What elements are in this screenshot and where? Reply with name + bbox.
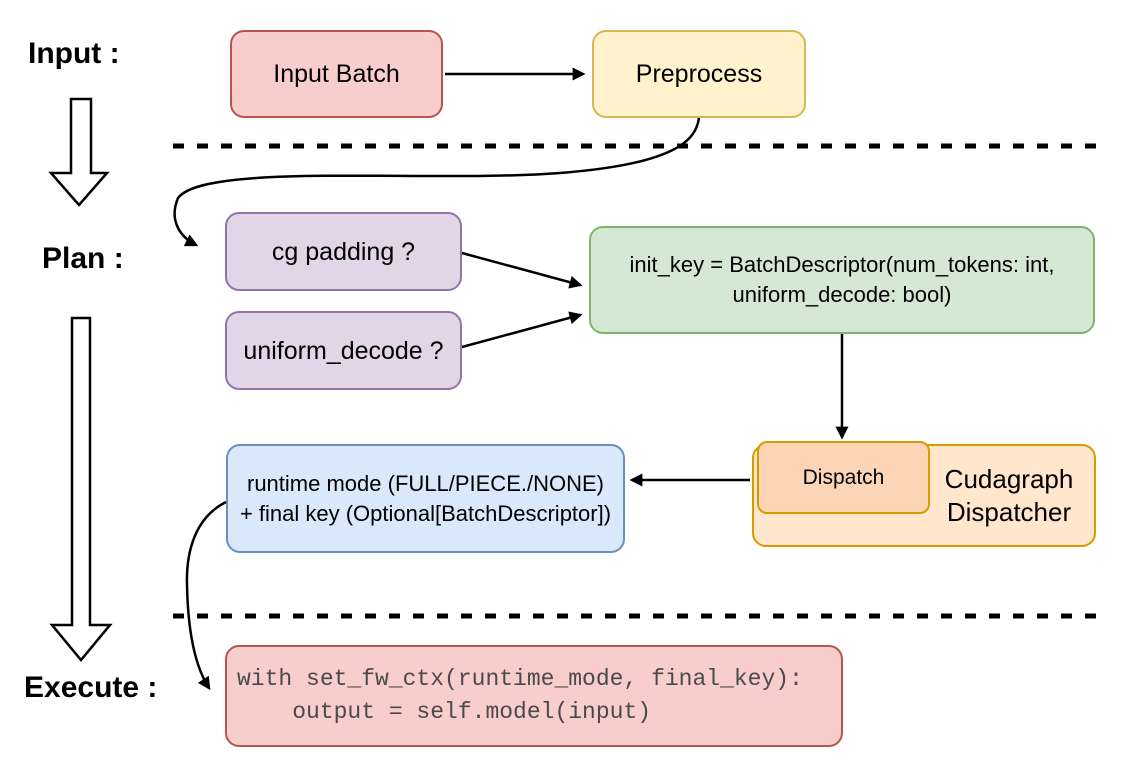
node-preprocess: Preprocess bbox=[592, 30, 806, 118]
node-runtime-mode: runtime mode (FULL/PIECE./NONE) + final … bbox=[226, 444, 625, 553]
node-runtime-mode-line2: + final key (Optional[BatchDescriptor]) bbox=[239, 500, 612, 526]
node-init-key-line1: init_key = BatchDescriptor(num_tokens: i… bbox=[629, 252, 1055, 277]
node-init-key-line2: uniform_decode: bool) bbox=[732, 282, 952, 307]
node-dispatch: Dispatch bbox=[757, 441, 930, 514]
node-input-batch-label: Input Batch bbox=[273, 60, 400, 88]
connector-cgpadding-to-initkey bbox=[461, 251, 583, 289]
stage-label-input: Input : bbox=[28, 37, 120, 70]
node-input-batch: Input Batch bbox=[230, 30, 443, 118]
node-init-key: init_key = BatchDescriptor(num_tokens: i… bbox=[589, 226, 1095, 334]
node-dispatch-label: Dispatch bbox=[802, 465, 885, 489]
stage-label-plan: Plan : bbox=[42, 242, 124, 275]
execute-code-line2: output = self.model(input) bbox=[237, 699, 652, 725]
connector-uniformdecode-to-initkey bbox=[461, 311, 583, 349]
node-cg-padding: cg padding ? bbox=[225, 212, 462, 291]
node-cg-padding-label: cg padding ? bbox=[271, 237, 416, 266]
stage-label-execute: Execute : bbox=[24, 671, 158, 704]
node-execute-code: with set_fw_ctx(runtime_mode, final_key)… bbox=[225, 645, 843, 747]
down-arrow-icon-input bbox=[48, 97, 110, 207]
node-cudagraph-dispatcher-label: Cudagraph Dispatcher bbox=[944, 463, 1074, 527]
node-preprocess-label: Preprocess bbox=[635, 60, 763, 88]
node-uniform-decode-label: uniform_decode ? bbox=[243, 336, 444, 365]
execute-code-line1: with set_fw_ctx(runtime_mode, final_key)… bbox=[237, 666, 803, 692]
down-arrow-icon-plan bbox=[49, 316, 113, 662]
node-runtime-mode-line1: runtime mode (FULL/PIECE./NONE) bbox=[247, 470, 604, 496]
node-uniform-decode: uniform_decode ? bbox=[225, 311, 462, 390]
connector-runtimemode-to-execute bbox=[185, 500, 227, 691]
